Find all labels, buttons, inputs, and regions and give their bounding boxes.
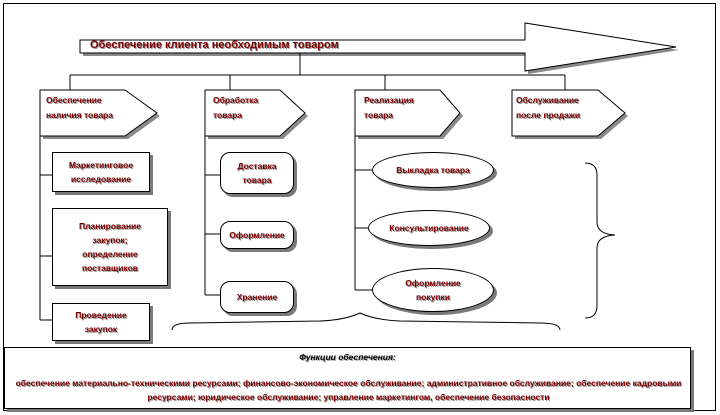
stage-3-item-2: Консультирование [368, 210, 490, 246]
stage-3-item-3: Оформление покупки [372, 268, 494, 312]
stage-1-shape [39, 89, 158, 137]
stage-2-label: Обработка товара [213, 95, 259, 120]
stage-2-item-2: Оформление [220, 221, 294, 249]
stage-1-item-2: Планирование закупок; определение постав… [52, 208, 168, 286]
main-arrow-shape [79, 22, 677, 72]
stage-1-label: Обеспечение наличия товара [46, 95, 113, 120]
main-arrow-label: Обеспечение клиента необходимым товаром [90, 39, 339, 51]
stage-3-item-1: Выкладка товара [372, 152, 494, 188]
stage-3-shape [354, 89, 461, 137]
stage-1-item-2-label: Планирование закупок; определение постав… [79, 221, 141, 273]
stage-1-item-3-label: Проведение закупок [75, 310, 127, 334]
stage-3-item-1-label: Выкладка товара [396, 165, 470, 175]
support-functions-box: Функции обеспечения: обеспечение материа… [4, 347, 691, 409]
stage-2-item-1: Доставка товара [220, 152, 294, 194]
stage-2-item-1-label: Доставка товара [237, 161, 277, 185]
stage-1-item-3: Проведение закупок [52, 303, 150, 341]
stage-2-item-2-label: Оформление [229, 230, 285, 240]
stage-3-item-2-label: Консультирование [389, 223, 469, 233]
stage-2-item-3: Хранение [220, 281, 294, 313]
stage-3-label: Реализация товара [364, 95, 414, 120]
stage-1-item-1-label: Маркетинговое исследование [68, 160, 134, 184]
support-brace [171, 312, 561, 331]
diagram-frame [3, 3, 716, 411]
stage-4-shape [511, 89, 626, 137]
stage-4-label: Обслуживание после продажи [516, 95, 581, 120]
service-brace [584, 162, 616, 319]
stage-1-item-1: Маркетинговое исследование [52, 152, 150, 192]
stage-2-item-3-label: Хранение [236, 292, 278, 302]
stage-2-shape [204, 89, 306, 137]
support-title: Функции обеспечения: [299, 352, 396, 362]
stage-3-item-3-label: Оформление покупки [405, 278, 461, 302]
support-text: обеспечение материально-техническими рес… [15, 378, 682, 402]
